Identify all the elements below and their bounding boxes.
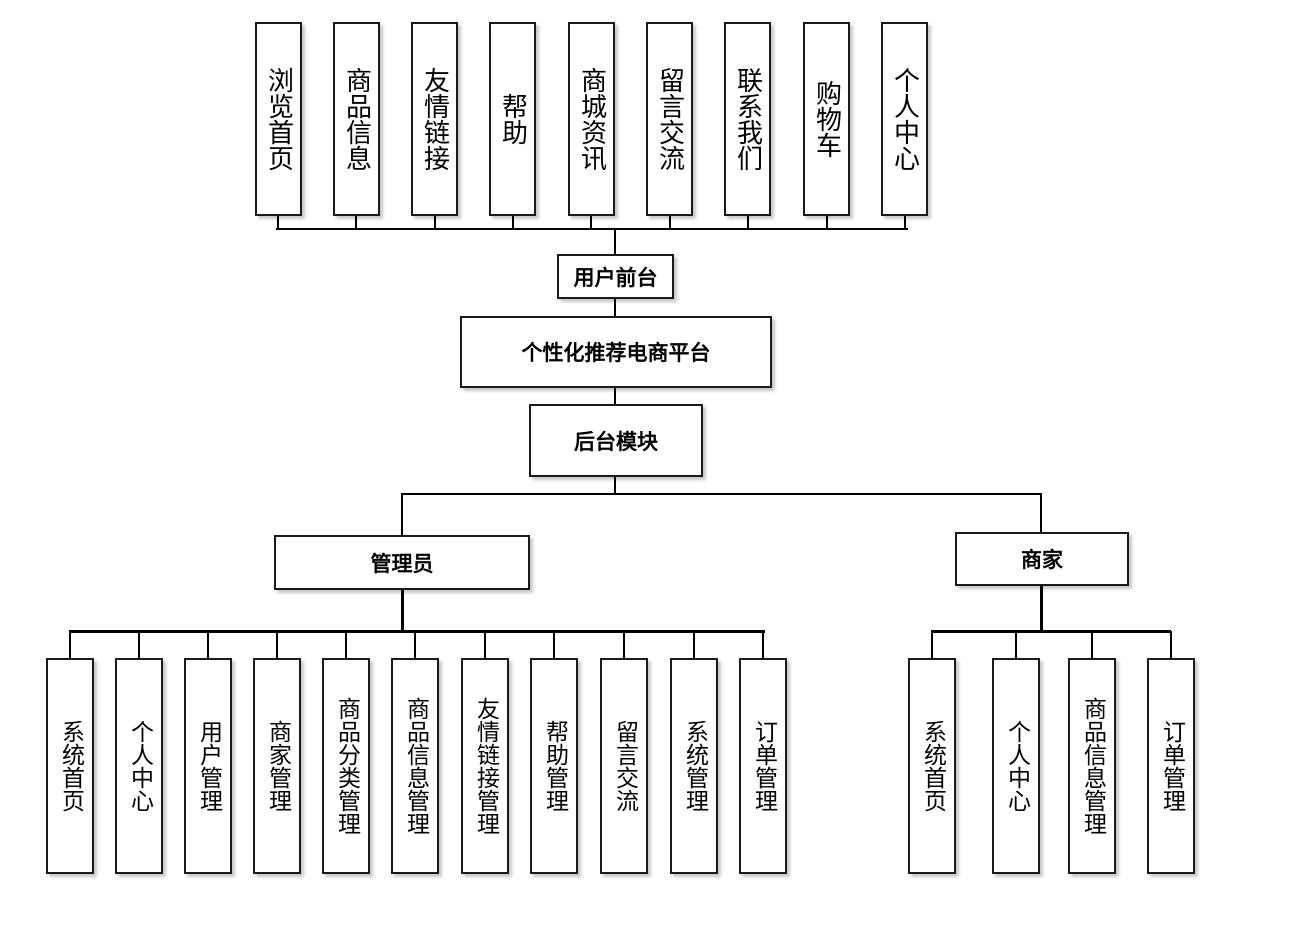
connector xyxy=(207,631,209,659)
connector xyxy=(904,215,906,229)
admin-item-category-management: 商品分类管理 xyxy=(322,658,370,874)
connector xyxy=(277,215,279,229)
front-item-messages: 留言交流 xyxy=(646,22,693,216)
connector xyxy=(69,631,71,659)
admin-item-system-home: 系统首页 xyxy=(46,658,94,874)
admin-item-help-management: 帮助管理 xyxy=(530,658,578,874)
front-item-friend-links: 友情链接 xyxy=(411,22,458,216)
connector xyxy=(623,631,625,659)
front-item-contact-us: 联系我们 xyxy=(724,22,771,216)
connector xyxy=(553,631,555,659)
connector xyxy=(414,631,416,659)
connector xyxy=(614,387,616,405)
front-item-mall-news: 商城资讯 xyxy=(568,22,615,216)
connector xyxy=(614,298,616,317)
connector xyxy=(614,476,616,494)
connector xyxy=(355,215,357,229)
connector xyxy=(276,631,278,659)
connector xyxy=(512,215,514,229)
connector xyxy=(484,631,486,659)
connector xyxy=(138,631,140,659)
connector xyxy=(434,215,436,229)
admin-item-messages: 留言交流 xyxy=(600,658,648,874)
admin-item-personal-center: 个人中心 xyxy=(115,658,163,874)
connector xyxy=(1091,631,1093,659)
platform-node: 个性化推荐电商平台 xyxy=(460,316,772,388)
connector xyxy=(401,493,1042,495)
merchant-item-system-home: 系统首页 xyxy=(908,658,956,874)
connector xyxy=(1015,631,1017,659)
front-node: 用户前台 xyxy=(557,254,674,299)
connector xyxy=(614,229,616,255)
connector xyxy=(693,631,695,659)
front-item-product-info: 商品信息 xyxy=(333,22,380,216)
front-item-cart: 购物车 xyxy=(803,22,850,216)
connector xyxy=(931,630,1171,633)
merchant-item-order-management: 订单管理 xyxy=(1147,658,1195,874)
connector xyxy=(762,631,764,659)
connector xyxy=(590,215,592,229)
front-item-browse-home: 浏览首页 xyxy=(255,22,302,216)
merchant-node: 商家 xyxy=(955,532,1129,586)
connector xyxy=(345,631,347,659)
admin-item-product-management: 商品信息管理 xyxy=(391,658,439,874)
backend-node: 后台模块 xyxy=(529,404,703,477)
admin-item-merchant-management: 商家管理 xyxy=(253,658,301,874)
merchant-item-product-management: 商品信息管理 xyxy=(1068,658,1116,874)
connector xyxy=(69,630,765,633)
connector xyxy=(401,589,404,632)
connector xyxy=(401,493,403,536)
connector xyxy=(747,215,749,229)
connector xyxy=(931,631,933,659)
admin-node: 管理员 xyxy=(274,535,530,590)
admin-item-order-management: 订单管理 xyxy=(739,658,787,874)
connector xyxy=(1170,631,1172,659)
admin-item-link-management: 友情链接管理 xyxy=(461,658,509,874)
connector xyxy=(1040,585,1043,632)
connector xyxy=(826,215,828,229)
admin-item-system-management: 系统管理 xyxy=(670,658,718,874)
front-item-personal-center: 个人中心 xyxy=(881,22,928,216)
admin-item-user-management: 用户管理 xyxy=(184,658,232,874)
connector xyxy=(669,215,671,229)
merchant-item-personal-center: 个人中心 xyxy=(992,658,1040,874)
connector xyxy=(276,228,908,230)
front-item-help: 帮助 xyxy=(489,22,536,216)
connector xyxy=(1040,493,1042,533)
